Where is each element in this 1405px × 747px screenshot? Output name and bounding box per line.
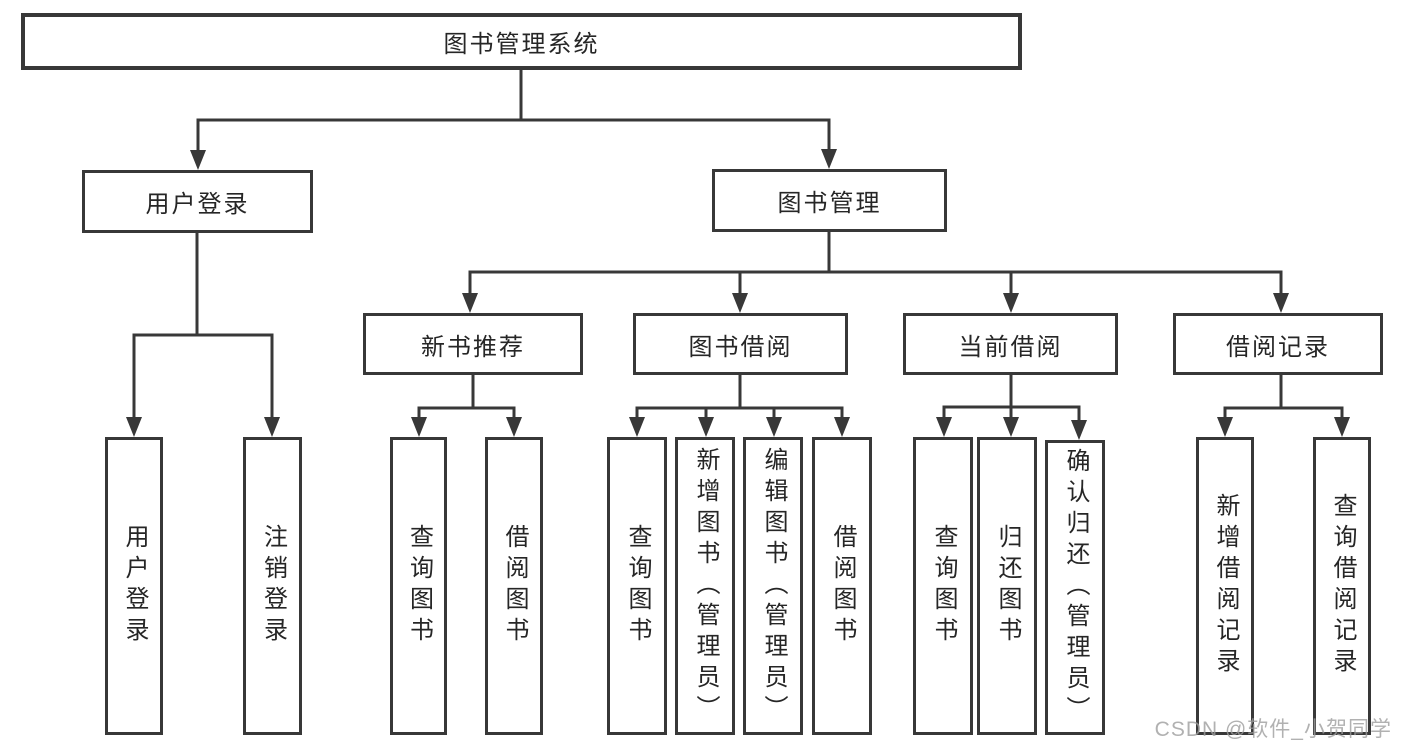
node-label: 用户登录 <box>121 524 148 648</box>
node-label: 查询图书 <box>405 524 433 648</box>
node-label: 新增图书（管理员） <box>692 446 719 726</box>
node-new-book-recommend: 新书推荐 <box>363 313 583 375</box>
leaf-query-books-2: 查询图书 <box>607 437 667 735</box>
leaf-logout-login: 注销登录 <box>243 437 302 735</box>
leaf-user-login: 用户登录 <box>105 437 163 735</box>
leaf-edit-books-admin: 编辑图书（管理员） <box>743 437 803 735</box>
node-label: 图书管理系统 <box>443 31 600 58</box>
leaf-borrow-books-1: 借阅图书 <box>485 437 543 735</box>
leaf-borrow-books-2: 借阅图书 <box>812 437 872 735</box>
node-label: 借阅图书 <box>829 524 856 648</box>
node-label: 用户登录 <box>145 191 250 218</box>
node-label: 图书借阅 <box>688 333 793 361</box>
leaf-add-books-admin: 新增图书（管理员） <box>675 437 735 735</box>
node-label: 注销登录 <box>259 524 287 648</box>
node-label: 编辑图书（管理员） <box>760 446 787 726</box>
node-label: 查询借阅记录 <box>1329 493 1356 679</box>
node-label: 新书推荐 <box>421 333 525 361</box>
node-label: 新增借阅记录 <box>1212 493 1239 679</box>
node-current-borrowing: 当前借阅 <box>903 313 1118 375</box>
leaf-return-books: 归还图书 <box>977 437 1037 735</box>
node-library-management-system: 图书管理系统 <box>21 13 1022 70</box>
node-book-management: 图书管理 <box>712 169 947 232</box>
leaf-add-borrow-record: 新增借阅记录 <box>1196 437 1254 735</box>
node-label: 借阅图书 <box>501 524 528 648</box>
leaf-query-borrow-record: 查询借阅记录 <box>1313 437 1371 735</box>
node-label: 归还图书 <box>994 524 1021 648</box>
node-book-borrowing: 图书借阅 <box>633 313 848 375</box>
node-label: 当前借阅 <box>958 333 1063 361</box>
leaf-query-books-3: 查询图书 <box>913 437 973 735</box>
node-label: 图书管理 <box>777 190 882 217</box>
node-label: 查询图书 <box>624 524 651 648</box>
node-borrowing-records: 借阅记录 <box>1173 313 1383 375</box>
node-user-login: 用户登录 <box>82 170 313 233</box>
leaf-query-books-1: 查询图书 <box>390 437 447 735</box>
csdn-watermark: CSDN @软件_小贺同学 <box>1154 718 1392 741</box>
node-label: 查询图书 <box>930 524 957 648</box>
node-label: 确认归还（管理员） <box>1062 448 1089 727</box>
leaf-confirm-return-admin: 确认归还（管理员） <box>1045 440 1105 735</box>
node-label: 借阅记录 <box>1226 333 1330 361</box>
